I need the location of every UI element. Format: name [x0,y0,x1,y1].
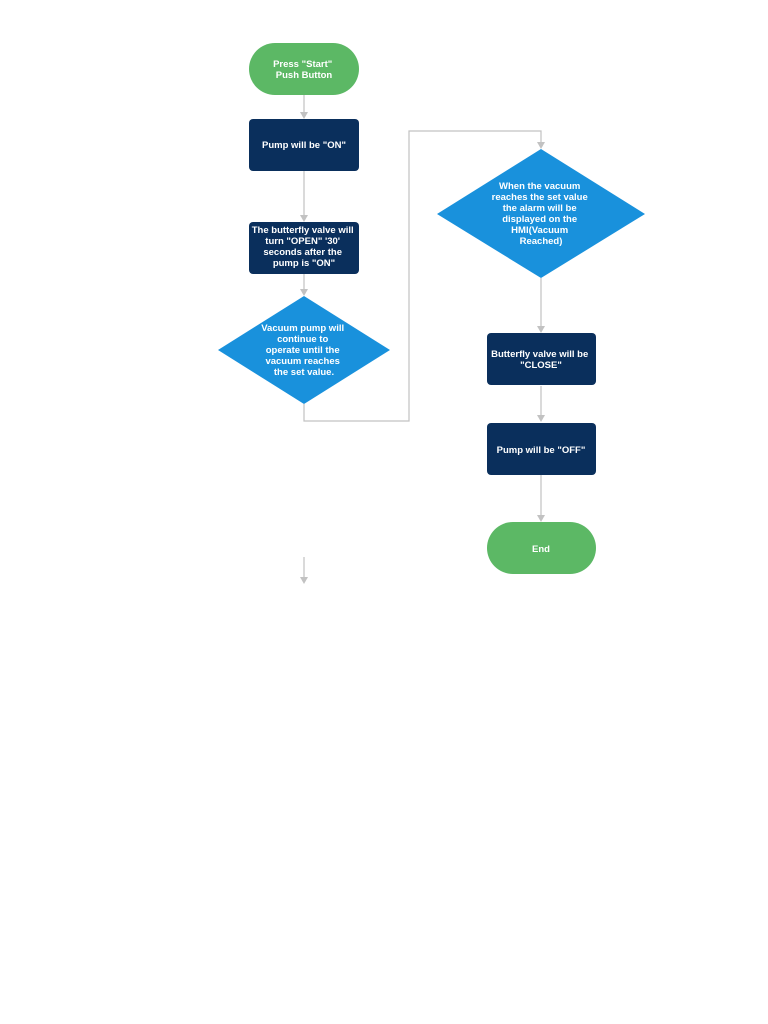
vacuum-continue-decision: Vacuum pump will continue to operate unt… [218,296,390,404]
butterfly-close-process: Butterfly valve will be "CLOSE" [487,333,596,385]
butterfly-close-process-shape [487,333,596,385]
node-label-line: reaches the set value [492,192,588,203]
node-label-line: continue to [277,334,328,345]
pump-on-process-label: Pump will be "ON" [262,140,346,151]
start-terminal-shape [249,43,359,95]
vacuum-alarm-decision-shape [437,149,645,278]
end-terminal-shape [487,522,596,574]
arrowhead [300,215,308,222]
node-label-line: Butterfly valve will be [491,349,588,360]
node-label-line: "CLOSE" [520,360,562,371]
node-label-line: Press "Start" [273,59,332,70]
node-label-line: Pump will be "ON" [262,140,346,151]
pump-off-process-label: Pump will be "OFF" [497,445,586,456]
butterfly-open-process-shape [249,222,359,274]
vacuum-alarm-decision: When the vacuum reaches the set value th… [437,149,645,278]
butterfly-open-process-label: The butterfly valve will turn "OPEN" '30… [252,225,357,269]
pump-on-process-shape [249,119,359,171]
arrowhead [537,142,545,149]
end-terminal: End [487,522,596,574]
node-label-line: Pump will be "OFF" [497,445,586,456]
vacuum-continue-decision-label: Vacuum pump will continue to operate unt… [261,323,347,378]
vacuum-alarm-decision-label: When the vacuum reaches the set value th… [492,181,591,247]
arrowhead [300,577,308,584]
arrowhead [537,415,545,422]
node-label-line: When the vacuum [499,181,580,192]
node-label-line: Reached) [520,236,563,247]
butterfly-close-process-label: Butterfly valve will be "CLOSE" [491,349,591,371]
node-label-line: the alarm will be [503,203,577,214]
node-label-line: displayed on the [502,214,577,225]
start-terminal-label: Press "Start" Push Button [273,59,335,81]
node-label-line: End [532,544,550,555]
node-label-line: Vacuum pump will [261,323,344,334]
connectors [300,95,545,584]
node-label-line: turn "OPEN" '30' [265,236,340,247]
vacuum-continue-decision-shape [218,296,390,404]
node-label-line: operate until the [266,345,340,356]
arrowhead [300,289,308,296]
nodes: Press "Start" Push Button Pump will be "… [218,43,645,574]
node-label-line: The butterfly valve will [252,225,354,236]
butterfly-open-process: The butterfly valve will turn "OPEN" '30… [249,222,359,274]
node-label-line: HMI(Vacuum [511,225,568,236]
pump-off-process: Pump will be "OFF" [487,423,596,475]
end-terminal-label: End [532,544,550,555]
start-terminal: Press "Start" Push Button [249,43,359,95]
arrowhead [537,515,545,522]
node-label-line: vacuum reaches [265,356,339,367]
connector-vacuum-continue-to-vacuum-alarm [303,130,542,422]
arrowhead [537,326,545,333]
node-label-line: the set value. [274,367,334,378]
pump-off-process-shape [487,423,596,475]
pump-on-process: Pump will be "ON" [249,119,359,171]
node-label-line: Push Button [276,70,333,81]
node-label-line: seconds after the [263,247,342,258]
node-label-line: pump is "ON" [273,258,335,269]
arrowhead [300,112,308,119]
